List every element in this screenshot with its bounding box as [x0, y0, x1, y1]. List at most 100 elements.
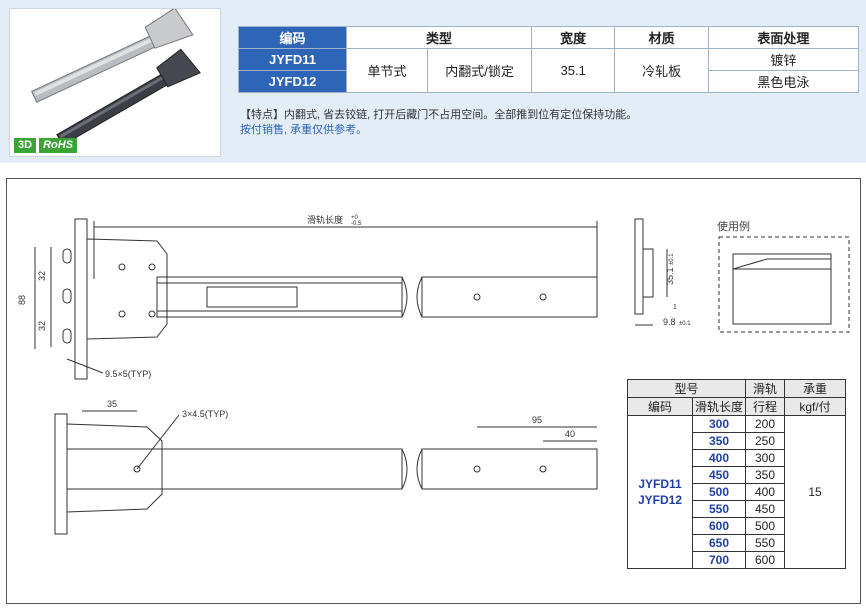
slide-rail-photo: [30, 7, 201, 146]
cert-badges: 3D RoHS: [14, 138, 78, 153]
hole: [133, 465, 141, 473]
usage-cabinet: [732, 253, 832, 325]
3d-badge[interactable]: 3D: [14, 138, 37, 153]
usage-door: [732, 258, 832, 270]
material-cell: 冷轧板: [614, 48, 709, 93]
feature-line: 【特点】内翻式, 省去铰链, 打开后藏门不占用空间。全部推到位有定位保持功能。: [240, 109, 638, 121]
header-stroke-2: 行程: [745, 397, 785, 416]
model-code[interactable]: JYFD11: [638, 477, 682, 491]
dim-slot: 9.5×5(TYP): [105, 369, 151, 379]
header-surface: 表面处理: [707, 26, 860, 49]
header-material: 材质: [614, 26, 709, 49]
dim-hole: 3×4.5(TYP): [182, 409, 228, 419]
stroke-cell: 500: [745, 517, 785, 535]
header-stroke: 滑轨: [745, 379, 785, 398]
stroke-cell: 200: [745, 415, 785, 433]
header-load: 承重: [784, 379, 846, 398]
leader-line: [66, 358, 104, 374]
dim-35: 35: [107, 399, 117, 409]
rail-slot: [206, 286, 298, 308]
hole: [148, 310, 156, 318]
stroke-cell: 450: [745, 500, 785, 518]
side-plate: [634, 218, 644, 315]
stroke-cell: 350: [745, 466, 785, 484]
dim-40: 40: [565, 429, 575, 439]
dim-tol-up: +0: [351, 215, 359, 221]
rail-length-cell[interactable]: 650: [692, 534, 746, 552]
rail-length-cell[interactable]: 600: [692, 517, 746, 535]
dim-9-8-tol: ±0.1: [679, 321, 691, 327]
dim-95: 95: [532, 415, 542, 425]
model-spec-table: 型号 滑轨 承重 编码 滑轨长度 行程 kgf/付 JYFD11 JYFD12 …: [627, 379, 846, 569]
hole: [118, 263, 126, 271]
usage-frame: [718, 236, 850, 333]
dim-9-8: 9.8: [663, 317, 676, 327]
surface-cell: 黑色电泳: [707, 70, 860, 93]
stroke-cell: 550: [745, 534, 785, 552]
hole: [473, 465, 481, 473]
header-model: 型号: [627, 379, 746, 398]
header-code: 编码: [238, 26, 347, 49]
rail-body: [66, 448, 403, 490]
rail-inner: [156, 282, 403, 312]
bracket-flange: [66, 423, 163, 513]
dim-1: 1: [673, 304, 677, 311]
bracket-flange: [86, 238, 168, 340]
stroke-cell: 250: [745, 432, 785, 450]
load-cell: 15: [784, 415, 846, 569]
dim-35-1-tol: ±0.1: [669, 253, 675, 265]
spec-table: 编码 类型 宽度 材质 表面处理 JYFD11 单节式 内翻式/锁定 35.1 …: [238, 26, 860, 93]
model-code[interactable]: JYFD12: [637, 493, 683, 507]
product-photo: [9, 7, 221, 157]
side-rail: [642, 248, 654, 298]
header-load-2: kgf/付: [784, 397, 846, 416]
dim-35-1: 35.1: [665, 267, 675, 285]
rail-body: [421, 448, 598, 490]
feature-text: 【特点】内翻式, 省去铰链, 打开后藏门不占用空间。全部推到位有定位保持功能。 …: [240, 108, 637, 138]
header-width: 宽度: [531, 26, 616, 49]
rail-body: [421, 276, 598, 318]
slot: [62, 288, 72, 304]
rail-length-cell[interactable]: 550: [692, 500, 746, 518]
drawing-canvas: 滑轨长度 +0 -0.5 32 88 32 9.5×5(TYP) 35 3×4.…: [17, 214, 850, 535]
code-cell[interactable]: JYFD12: [238, 70, 347, 93]
break-mark: [401, 276, 423, 318]
dim-32b: 32: [37, 321, 47, 331]
rail-length-cell[interactable]: 450: [692, 466, 746, 484]
slot: [62, 248, 72, 264]
dim-88: 88: [17, 295, 27, 305]
rohs-badge: RoHS: [39, 138, 78, 153]
rail-length-cell[interactable]: 300: [692, 415, 746, 433]
hole: [539, 465, 547, 473]
header-code: 编码: [627, 397, 693, 416]
hole: [148, 263, 156, 271]
dim-rail-length: 滑轨长度: [307, 214, 343, 225]
header-type: 类型: [345, 26, 533, 49]
width-cell: 35.1: [531, 48, 616, 93]
rail-length-cell[interactable]: 350: [692, 432, 746, 450]
slot: [62, 328, 72, 344]
model-codes: JYFD11 JYFD12: [627, 415, 693, 569]
rail-length-cell[interactable]: 400: [692, 449, 746, 467]
stroke-cell: 300: [745, 449, 785, 467]
dim-32a: 32: [37, 271, 47, 281]
bracket-plate: [54, 413, 68, 535]
bracket-plate: [74, 218, 88, 380]
type-b-cell: 内翻式/锁定: [427, 48, 533, 93]
hole: [118, 310, 126, 318]
stroke-cell: 400: [745, 483, 785, 501]
code-cell[interactable]: JYFD11: [238, 48, 347, 71]
hole: [539, 293, 547, 301]
dim-tol-down: -0.5: [351, 221, 362, 227]
surface-cell: 镀锌: [707, 48, 860, 71]
rail-length-cell[interactable]: 700: [692, 551, 746, 569]
leader-line: [136, 414, 180, 470]
rail-length-cell[interactable]: 500: [692, 483, 746, 501]
header-length: 滑轨长度: [692, 397, 746, 416]
stroke-cell: 600: [745, 551, 785, 569]
usage-example-label: 使用例: [717, 221, 750, 233]
feature-note: 按付销售, 承重仅供参考。: [240, 124, 368, 136]
hole: [473, 293, 481, 301]
type-a-cell: 单节式: [345, 48, 429, 93]
break-mark: [401, 448, 423, 490]
